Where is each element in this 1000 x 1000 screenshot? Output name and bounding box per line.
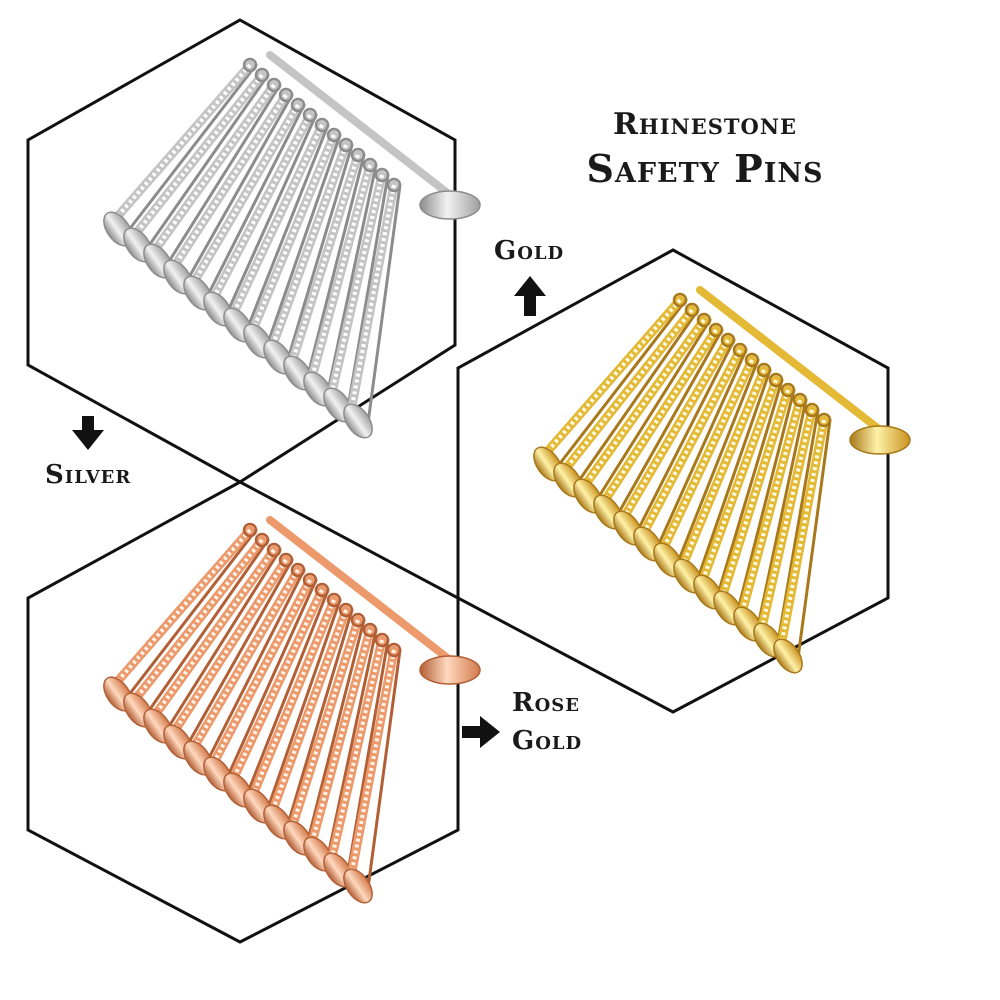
safety-pin bbox=[343, 642, 402, 904]
rose-gold-safety-pin-bundle bbox=[103, 516, 481, 904]
safety-pin bbox=[533, 292, 688, 482]
gold-label: Gold bbox=[494, 236, 565, 266]
gold-hexagon-frame bbox=[456, 248, 890, 714]
title-line-1: Rhinestone bbox=[612, 107, 798, 142]
safety-pin bbox=[773, 412, 832, 674]
right-arrow-icon bbox=[462, 716, 500, 748]
title-line-2: Safety Pins bbox=[586, 146, 824, 191]
safety-pin bbox=[633, 342, 748, 562]
rose-gold-hexagon-frame bbox=[26, 480, 460, 944]
safety-pin bbox=[693, 372, 784, 610]
safety-pin bbox=[593, 322, 724, 530]
safety-pin bbox=[183, 562, 306, 776]
safety-pin bbox=[163, 552, 294, 760]
down-arrow-icon bbox=[72, 416, 104, 450]
safety-pin bbox=[243, 592, 342, 824]
gold-safety-pin-bundle bbox=[533, 286, 911, 674]
safety-pin bbox=[123, 67, 270, 263]
safety-pin bbox=[343, 177, 402, 439]
rose-gold-label-line-2: Gold bbox=[512, 726, 583, 756]
silver-safety-pin-bundle bbox=[103, 51, 481, 439]
safety-pin bbox=[283, 147, 366, 391]
silver-label: Silver bbox=[45, 460, 132, 490]
safety-pin bbox=[143, 77, 282, 279]
safety-pin bbox=[103, 522, 258, 712]
safety-pin bbox=[263, 137, 354, 375]
safety-pin bbox=[223, 117, 330, 343]
safety-pin bbox=[573, 312, 712, 514]
rose-gold-label-line-1: Rose bbox=[512, 688, 581, 718]
up-arrow-icon bbox=[514, 276, 546, 316]
safety-pin bbox=[243, 127, 342, 359]
